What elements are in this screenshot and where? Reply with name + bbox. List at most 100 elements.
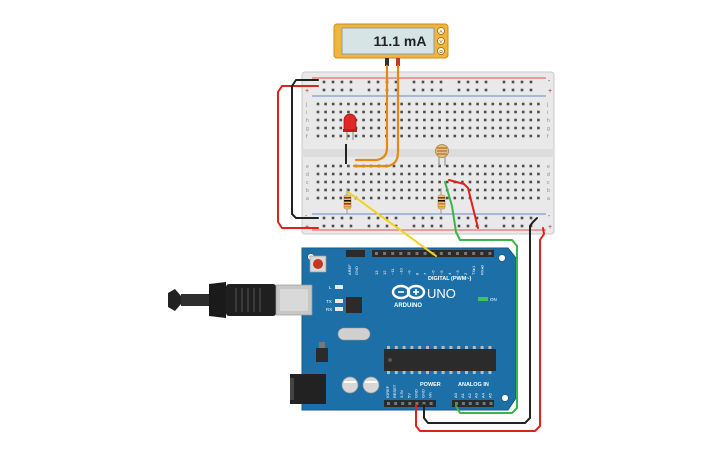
breadboard-hole[interactable] <box>377 110 381 114</box>
breadboard-hole[interactable] <box>430 164 434 168</box>
breadboard-hole[interactable] <box>339 180 343 184</box>
breadboard-hole[interactable] <box>491 164 495 168</box>
breadboard-hole[interactable] <box>392 196 396 200</box>
breadboard-hole[interactable] <box>430 118 434 122</box>
rail-hole[interactable] <box>511 88 515 92</box>
breadboard-hole[interactable] <box>339 188 343 192</box>
rail-hole[interactable] <box>340 224 344 228</box>
rail-hole[interactable] <box>520 88 524 92</box>
header-pin-hole[interactable] <box>407 252 411 255</box>
rail-hole[interactable] <box>394 88 398 92</box>
red-led[interactable] <box>343 113 357 140</box>
wire-green-a0[interactable] <box>444 181 518 414</box>
breadboard-hole[interactable] <box>483 102 487 106</box>
header-pin-hole[interactable] <box>423 252 427 255</box>
breadboard-hole[interactable] <box>385 188 388 192</box>
breadboard-hole[interactable] <box>331 126 335 130</box>
header-pin-hole[interactable] <box>387 402 390 405</box>
breadboard-hole[interactable] <box>514 196 517 200</box>
breadboard-hole[interactable] <box>354 102 358 106</box>
breadboard-hole[interactable] <box>324 180 327 184</box>
breadboard-hole[interactable] <box>521 180 525 184</box>
breadboard-hole[interactable] <box>483 110 487 114</box>
breadboard-hole[interactable] <box>445 164 449 168</box>
breadboard-hole[interactable] <box>491 126 495 130</box>
rail-hole[interactable] <box>520 216 524 220</box>
rail-hole[interactable] <box>412 224 416 228</box>
breadboard-hole[interactable] <box>423 196 426 200</box>
breadboard-hole[interactable] <box>476 110 479 114</box>
header-pin-hole[interactable] <box>439 252 443 255</box>
breadboard-hole[interactable] <box>369 134 373 138</box>
breadboard-hole[interactable] <box>392 102 396 106</box>
breadboard-hole[interactable] <box>529 180 533 184</box>
breadboard-hole[interactable] <box>483 196 487 200</box>
breadboard-hole[interactable] <box>529 134 533 138</box>
breadboard-hole[interactable] <box>476 134 479 138</box>
breadboard-hole[interactable] <box>499 126 502 130</box>
breadboard-hole[interactable] <box>385 180 388 184</box>
breadboard-hole[interactable] <box>468 134 472 138</box>
breadboard-hole[interactable] <box>331 102 335 106</box>
breadboard-hole[interactable] <box>324 126 327 130</box>
rail-hole[interactable] <box>484 88 488 92</box>
breadboard-hole[interactable] <box>400 118 403 122</box>
breadboard-hole[interactable] <box>483 164 487 168</box>
breadboard-hole[interactable] <box>369 172 373 176</box>
breadboard-hole[interactable] <box>339 164 343 168</box>
rail-hole[interactable] <box>484 216 488 220</box>
breadboard-hole[interactable] <box>537 110 540 114</box>
multimeter-mode-ampere[interactable] <box>437 27 445 35</box>
breadboard-hole[interactable] <box>499 118 502 122</box>
breadboard-hole[interactable] <box>438 102 441 106</box>
breadboard-hole[interactable] <box>461 196 464 200</box>
rail-hole[interactable] <box>430 80 434 84</box>
breadboard-hole[interactable] <box>476 172 479 176</box>
rail-hole[interactable] <box>376 224 380 228</box>
breadboard-hole[interactable] <box>529 196 533 200</box>
breadboard-hole[interactable] <box>514 110 517 114</box>
dc-power-jack[interactable] <box>290 374 326 404</box>
breadboard-hole[interactable] <box>461 126 464 130</box>
header-pin-hole[interactable] <box>475 402 479 405</box>
breadboard-hole[interactable] <box>400 110 403 114</box>
breadboard-hole[interactable] <box>514 164 517 168</box>
breadboard-hole[interactable] <box>377 118 381 122</box>
header-pin-hole[interactable] <box>391 252 395 255</box>
breadboard-hole[interactable] <box>407 196 411 200</box>
breadboard-hole[interactable] <box>491 172 495 176</box>
rail-hole[interactable] <box>502 80 506 84</box>
header-pin-hole[interactable] <box>415 252 419 255</box>
breadboard-hole[interactable] <box>468 180 472 184</box>
breadboard-hole[interactable] <box>537 188 540 192</box>
rail-hole[interactable] <box>520 224 524 228</box>
breadboard-hole[interactable] <box>499 102 502 106</box>
breadboard-hole[interactable] <box>324 164 327 168</box>
breadboard-hole[interactable] <box>362 188 365 192</box>
breadboard-hole[interactable] <box>423 164 426 168</box>
breadboard-hole[interactable] <box>521 110 525 114</box>
breadboard-hole[interactable] <box>362 180 365 184</box>
rail-hole[interactable] <box>394 80 398 84</box>
breadboard-hole[interactable] <box>407 172 411 176</box>
breadboard-hole[interactable] <box>407 134 411 138</box>
rail-hole[interactable] <box>457 224 461 228</box>
breadboard-hole[interactable] <box>476 188 479 192</box>
breadboard-hole[interactable] <box>537 118 540 122</box>
breadboard-hole[interactable] <box>339 126 343 130</box>
header-pin-hole[interactable] <box>375 252 378 255</box>
rail-hole[interactable] <box>511 224 515 228</box>
rail-hole[interactable] <box>457 80 461 84</box>
breadboard-hole[interactable] <box>521 164 525 168</box>
header-pin-hole[interactable] <box>394 402 398 405</box>
header-pin-hole[interactable] <box>447 252 451 255</box>
breadboard-hole[interactable] <box>506 110 510 114</box>
breadboard-hole[interactable] <box>415 134 419 138</box>
breadboard-hole[interactable] <box>415 118 419 122</box>
rail-hole[interactable] <box>502 216 506 220</box>
header-pin-hole[interactable] <box>488 252 492 255</box>
breadboard-hole[interactable] <box>354 188 358 192</box>
rail-hole[interactable] <box>439 88 443 92</box>
breadboard-hole[interactable] <box>499 110 502 114</box>
resistor-led[interactable] <box>343 188 352 214</box>
